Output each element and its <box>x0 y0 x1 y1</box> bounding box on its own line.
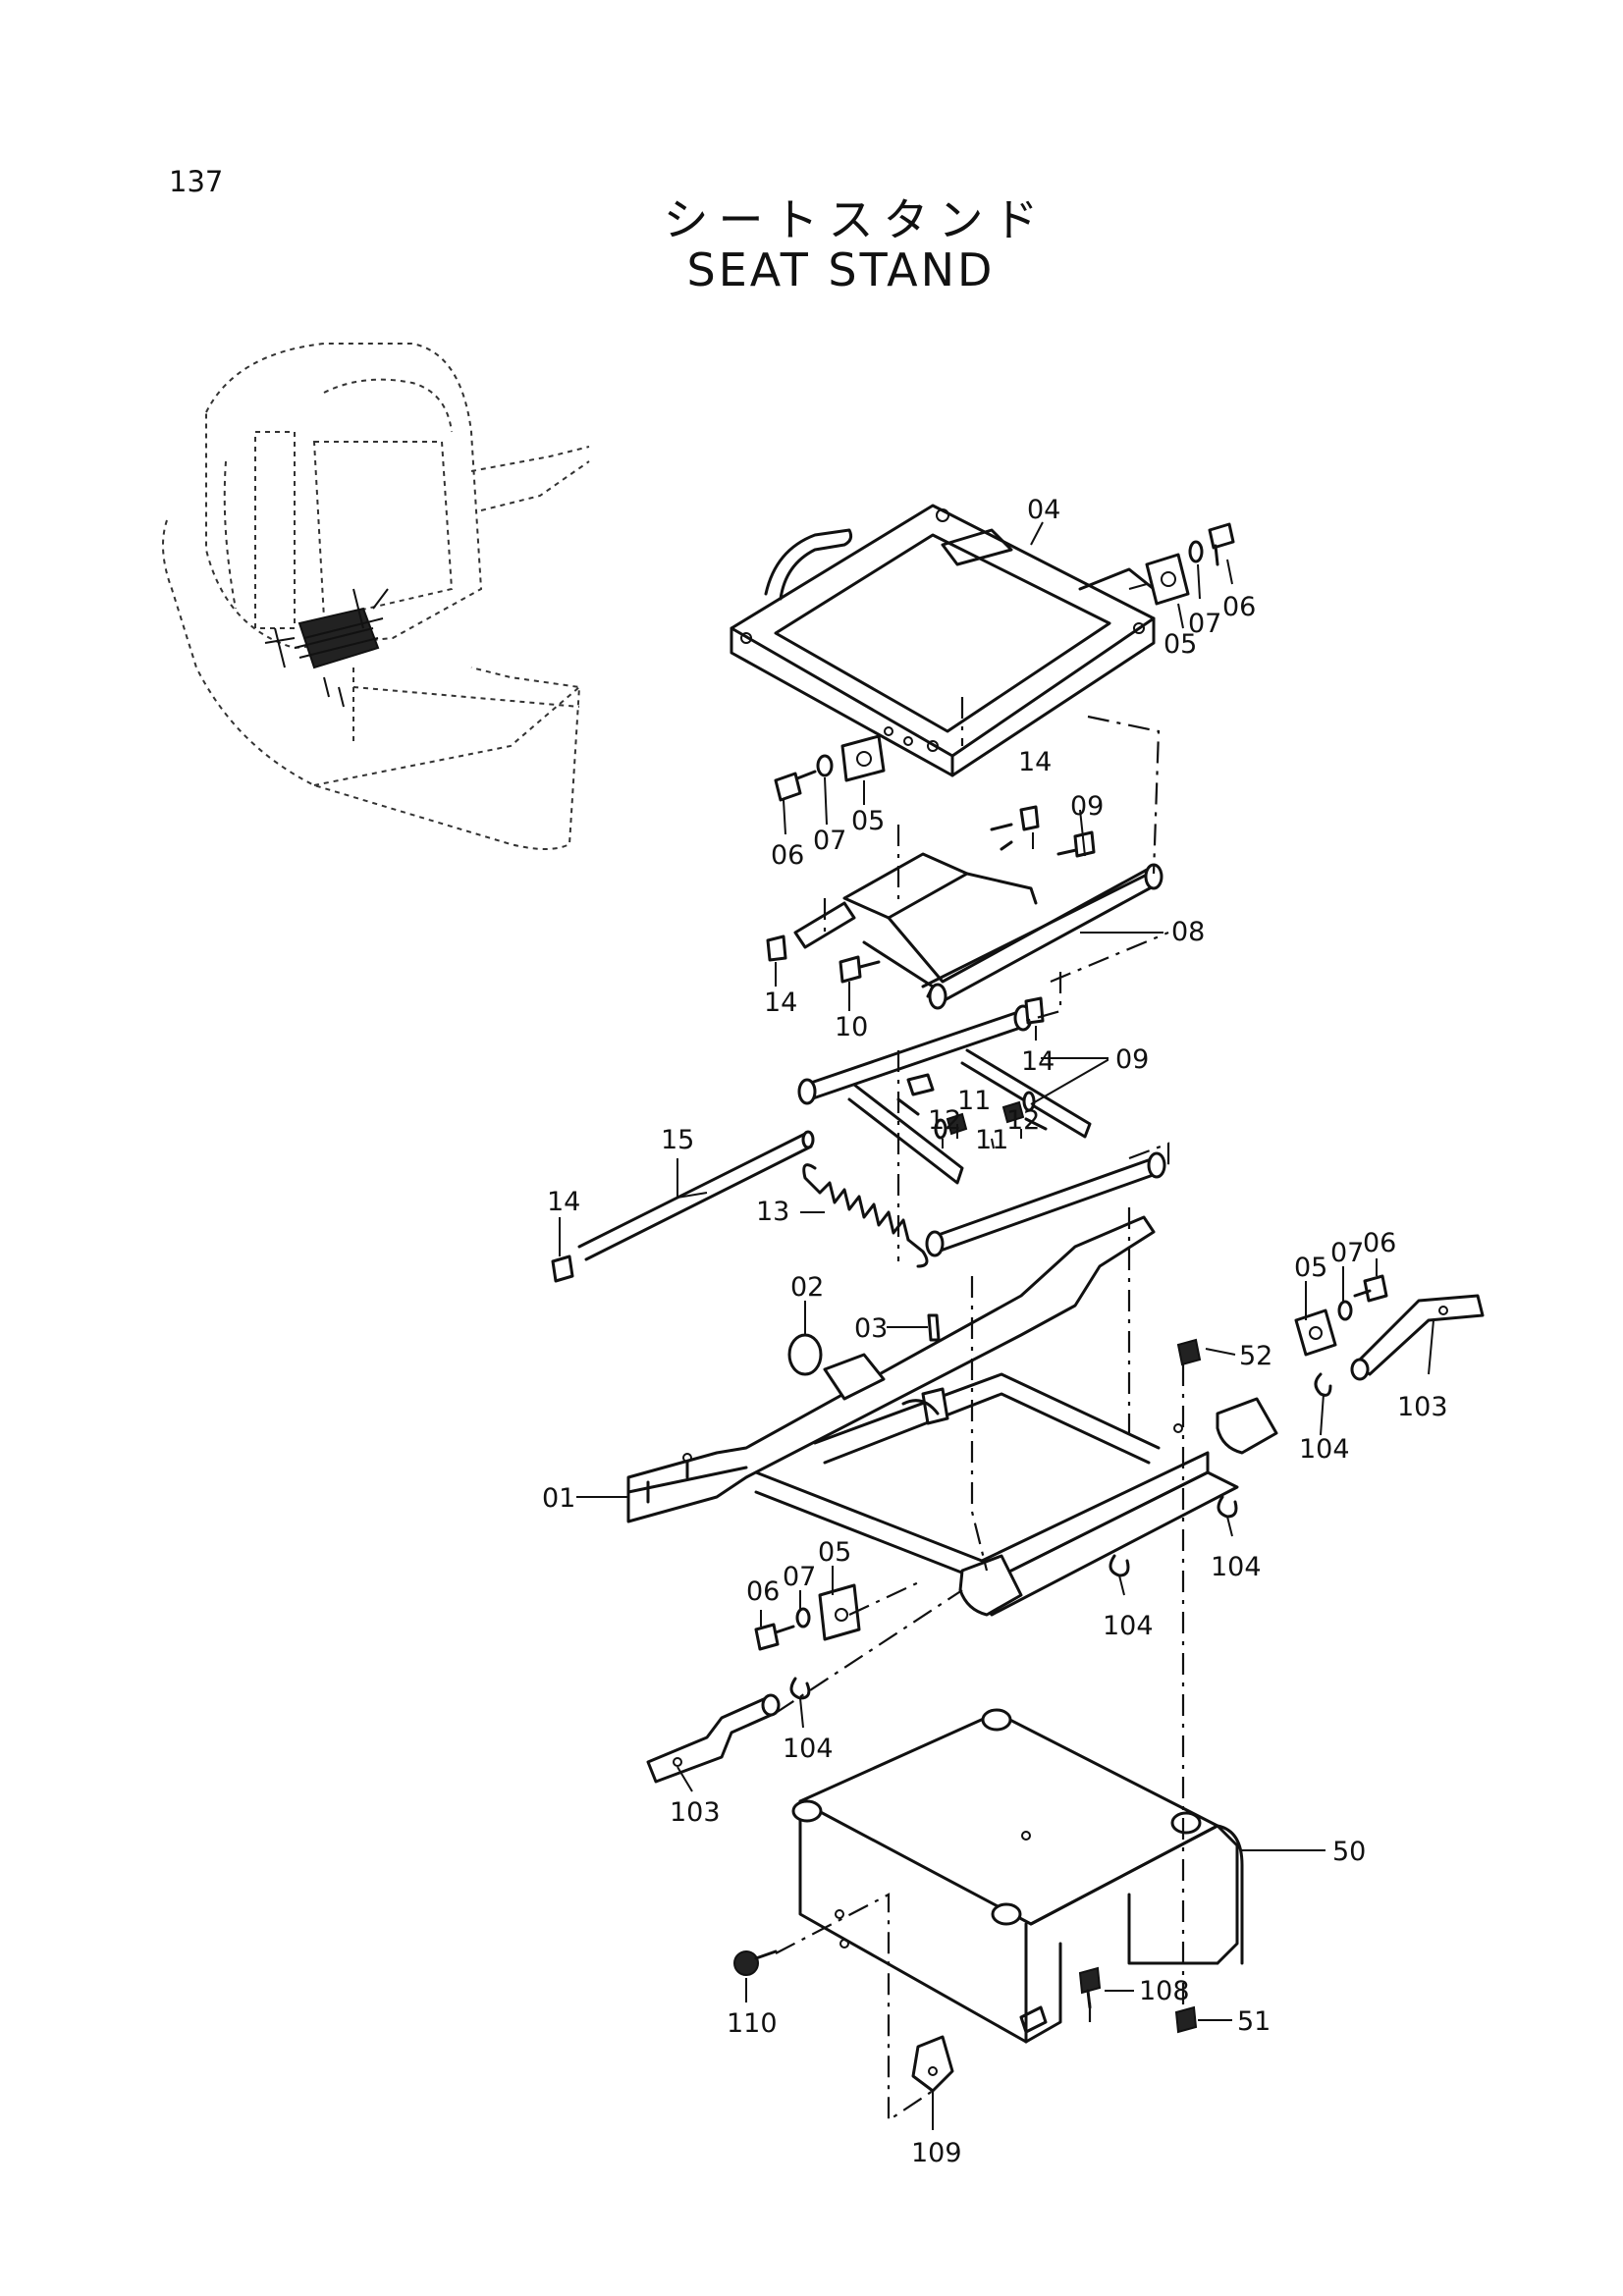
callout-label: 07 <box>783 1562 816 1592</box>
callout-label: 51 <box>1237 2006 1271 2037</box>
part-04-slide-rail-frame <box>730 504 1156 777</box>
callout-label: 06 <box>771 840 804 871</box>
part-05-plate-upper-left <box>840 734 886 782</box>
title-english: SEAT STAND <box>686 243 996 296</box>
callout-label: 12 <box>928 1105 961 1136</box>
part-50-stand-box <box>791 1708 1244 2044</box>
callout-label: 06 <box>1222 592 1256 622</box>
callout-label: 07 <box>1188 609 1221 639</box>
part-14-bushing-d <box>551 1255 574 1283</box>
page-number: 137 <box>169 165 224 198</box>
callout-label: 109 <box>911 2138 962 2168</box>
callout-label: 07 <box>813 826 846 856</box>
part-104-clip-left <box>789 1677 811 1700</box>
part-05-plate-right <box>1294 1308 1337 1357</box>
callout-label: 04 <box>1027 495 1060 525</box>
part-10-bolt <box>839 955 881 984</box>
callout-label: 14 <box>547 1187 580 1217</box>
part-110-bolt <box>733 1949 778 1976</box>
callout-label: 09 <box>1115 1044 1149 1075</box>
callout-label: 103 <box>1397 1392 1448 1422</box>
callout-label: 05 <box>818 1537 851 1568</box>
callout-label: 104 <box>1299 1434 1350 1465</box>
callout-label: 50 <box>1332 1837 1366 1867</box>
part-15-rod <box>577 1130 815 1261</box>
part-104-clip-right-lower <box>1217 1495 1238 1519</box>
callout-label: 52 <box>1239 1341 1272 1371</box>
callout-label: 104 <box>783 1734 834 1764</box>
callout-label: 05 <box>1294 1253 1327 1283</box>
callout-label: 13 <box>756 1197 789 1227</box>
part-104-clip-center <box>1109 1554 1130 1577</box>
callout-label: 12 <box>1006 1105 1040 1136</box>
callout-leader-lines <box>559 521 1434 2130</box>
callout-label: 14 <box>1021 1046 1055 1077</box>
callout-label: 07 <box>1330 1238 1364 1268</box>
assembly-center-lines <box>775 697 1185 2123</box>
callout-label: 02 <box>790 1272 824 1303</box>
callout-label: 108 <box>1139 1976 1190 2006</box>
part-06-bolt-upper-left <box>774 770 817 802</box>
callout-label: 10 <box>835 1012 868 1042</box>
callout-label: 05 <box>851 806 885 836</box>
title-japanese: シートスタンド <box>663 193 1049 246</box>
callout-label: 06 <box>746 1576 780 1607</box>
seat-stand-location-marker <box>264 588 389 708</box>
callout-label: 09 <box>1070 791 1104 822</box>
callout-label: 01 <box>542 1483 575 1514</box>
callout-label: 15 <box>661 1125 694 1155</box>
callout-label: 104 <box>1211 1552 1262 1582</box>
callout-label: 14 <box>764 988 797 1018</box>
part-08-upper-scissor-link <box>793 823 1163 1010</box>
part-07-washer-upper-right <box>1188 540 1204 563</box>
part-09-bolt-upper <box>1056 830 1096 858</box>
callout-label: 103 <box>670 1797 721 1828</box>
callout-label: 05 <box>1163 629 1197 660</box>
part-07-washer-right <box>1337 1300 1353 1321</box>
callout-label: 08 <box>1171 917 1205 947</box>
part-109-bracket <box>911 2035 954 2093</box>
part-103-pin-right <box>1350 1294 1485 1381</box>
callout-label: 11 <box>957 1086 991 1116</box>
part-05-plate-upper-right <box>1128 553 1190 606</box>
callout-labels: 04 06 07 05 06 07 05 14 09 08 14 10 14 0… <box>542 495 1448 2168</box>
part-06-bolt-right <box>1353 1274 1388 1303</box>
part-06-bolt-upper-right <box>1208 522 1235 566</box>
part-05-plate-left <box>818 1583 861 1641</box>
callout-label: 110 <box>727 2008 778 2039</box>
part-14-bushing-a <box>1019 805 1040 831</box>
part-01-base-frame <box>626 1215 1278 1617</box>
callout-label: 14 <box>1018 747 1052 777</box>
part-103-pin-left <box>646 1693 781 1784</box>
part-108-bolt <box>1078 1966 1102 2009</box>
part-03-pin <box>927 1313 941 1342</box>
callout-label: 104 <box>1103 1611 1154 1641</box>
part-104-clip-right-upper <box>1314 1372 1332 1397</box>
part-02-ring <box>787 1333 823 1376</box>
part-06-bolt-left <box>754 1623 795 1651</box>
part-51-bolt <box>1174 2005 1198 2034</box>
callout-label: 03 <box>854 1313 888 1344</box>
part-13-spring <box>802 1163 929 1268</box>
callout-label: 06 <box>1363 1228 1396 1258</box>
part-07-washer-left <box>795 1607 811 1629</box>
part-14-bushing-b <box>766 934 787 962</box>
part-07-washer-upper-left <box>816 754 834 777</box>
part-52-nut <box>1176 1338 1202 1366</box>
callout-label: 11 <box>975 1125 1008 1155</box>
machine-overview-illustration <box>162 343 590 850</box>
